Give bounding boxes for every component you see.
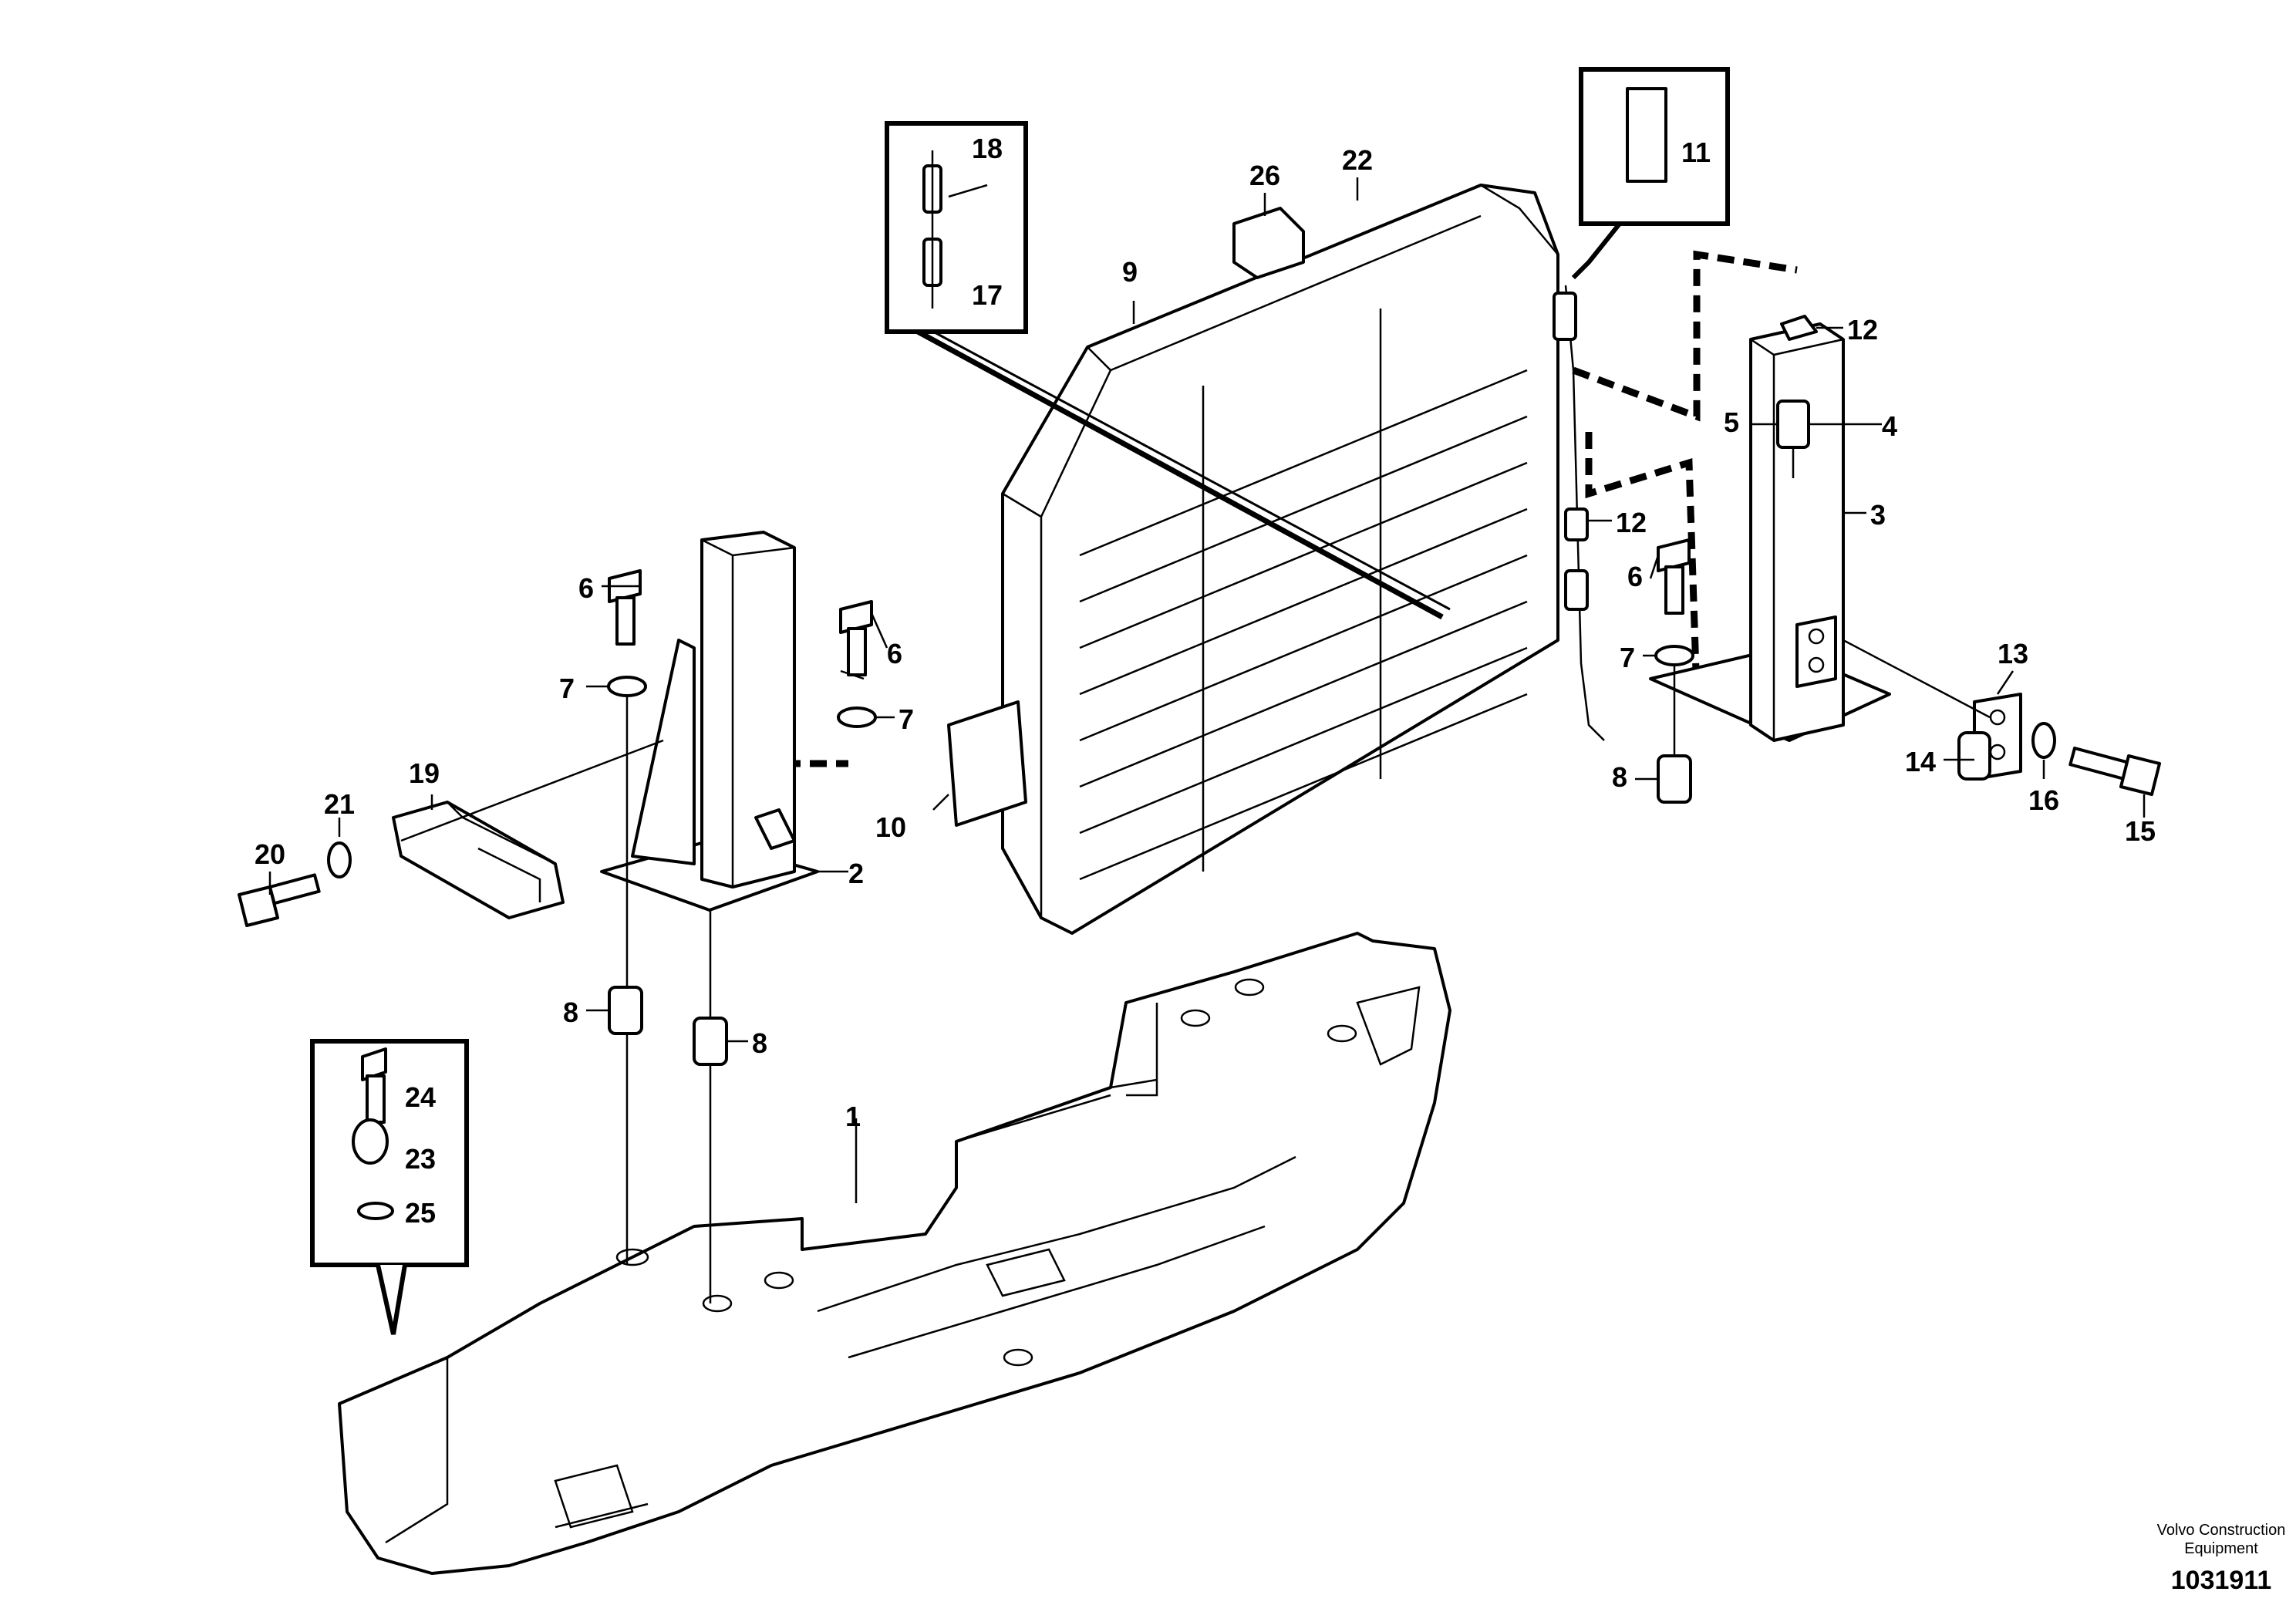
credit-line-2: Equipment — [2184, 1540, 2258, 1557]
label-16: 16 — [2028, 784, 2059, 816]
counterweight — [338, 932, 1451, 1575]
label-23: 23 — [405, 1143, 436, 1175]
grille-bars — [1079, 369, 1528, 881]
label-21: 21 — [324, 788, 355, 820]
left-post — [600, 531, 819, 912]
part-labels: 1 2 3 4 5 6 6 6 7 7 7 8 8 8 9 10 11 12 1… — [255, 133, 2156, 1229]
label-8a: 8 — [563, 996, 578, 1028]
latch-assembly — [392, 801, 565, 919]
label-20: 20 — [255, 838, 285, 870]
figure-code: 1031911 — [2171, 1566, 2272, 1595]
label-11: 11 — [1681, 137, 1711, 168]
label-12b: 12 — [1616, 507, 1647, 538]
grille-latch — [947, 700, 1027, 827]
right-post — [1649, 322, 1891, 742]
label-9: 9 — [1122, 256, 1138, 288]
label-13: 13 — [1998, 638, 2028, 669]
label-7a: 7 — [559, 673, 575, 704]
label-14: 14 — [1905, 746, 1936, 777]
inset-pins — [885, 121, 1451, 620]
label-6b: 6 — [887, 638, 902, 669]
label-25: 25 — [405, 1197, 436, 1229]
label-6a: 6 — [578, 572, 594, 604]
credit-line-1: Volvo Construction — [2157, 1522, 2286, 1539]
label-19: 19 — [409, 757, 440, 789]
label-6c: 6 — [1627, 561, 1643, 592]
label-26: 26 — [1249, 160, 1280, 191]
hose-line — [1553, 285, 1605, 741]
label-12a: 12 — [1847, 314, 1878, 346]
grille-bracket — [1232, 207, 1305, 279]
inset-rubber-block — [1571, 67, 1730, 280]
label-17: 17 — [972, 279, 1003, 311]
fasteners — [238, 315, 2161, 1066]
label-2: 2 — [848, 858, 864, 889]
label-10: 10 — [875, 811, 906, 843]
label-3: 3 — [1870, 499, 1886, 531]
inset-lamp — [310, 1039, 469, 1335]
label-15: 15 — [2125, 815, 2156, 847]
label-4: 4 — [1882, 410, 1897, 442]
label-22: 22 — [1342, 144, 1373, 176]
label-24: 24 — [405, 1081, 436, 1113]
label-5: 5 — [1724, 406, 1739, 438]
rear-grille — [947, 184, 1559, 935]
label-7c: 7 — [1620, 642, 1635, 673]
label-18: 18 — [972, 133, 1003, 164]
label-8c: 8 — [1612, 761, 1627, 793]
label-7b: 7 — [899, 703, 914, 735]
label-1: 1 — [845, 1101, 861, 1132]
label-8b: 8 — [752, 1027, 767, 1059]
publisher-credit: Volvo Construction Equipment 1031911 — [2157, 1522, 2286, 1595]
